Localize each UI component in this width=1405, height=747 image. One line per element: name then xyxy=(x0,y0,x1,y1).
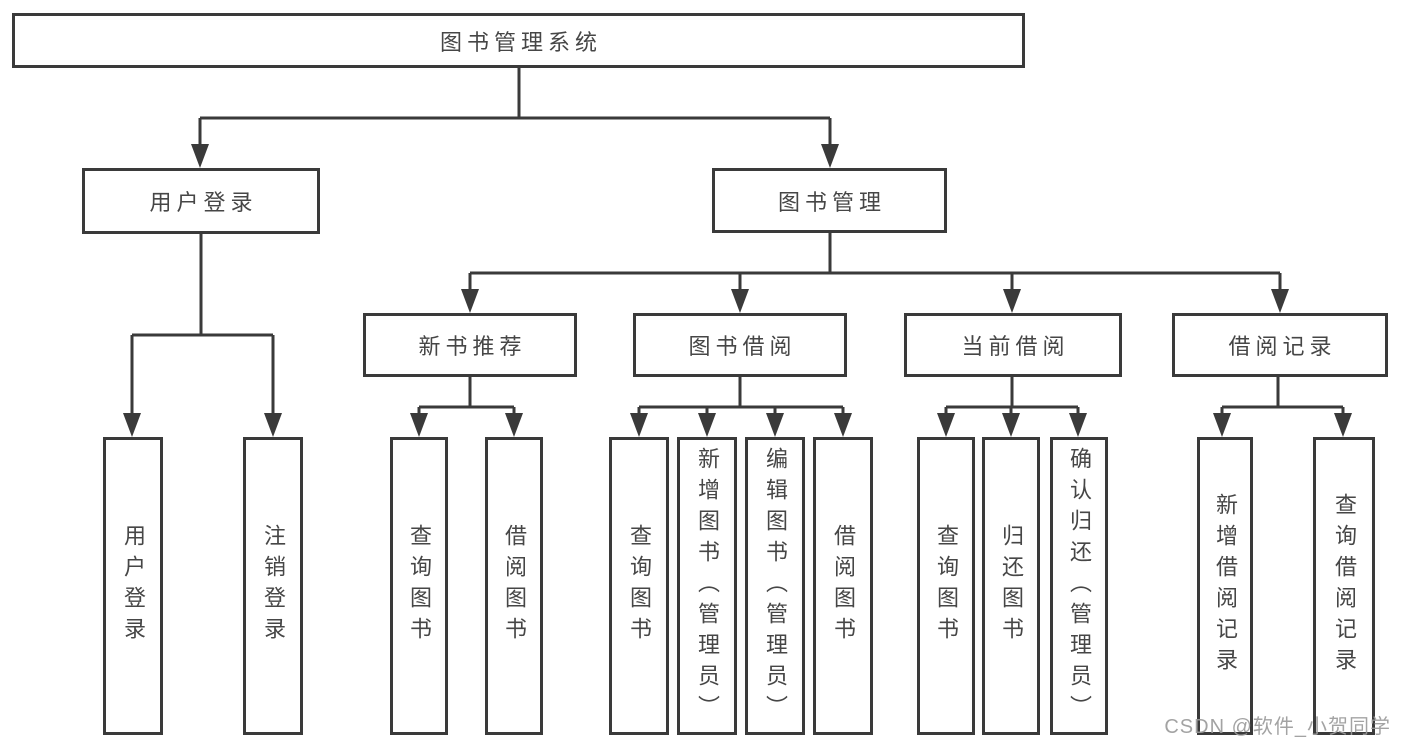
arrowhead xyxy=(766,413,784,437)
arrowhead xyxy=(1213,413,1231,437)
leaf-user-login: 用户登录 xyxy=(103,437,163,735)
leaf-borrow-books-recommend: 借阅图书 xyxy=(485,437,543,735)
leaf-query-books-borrowing: 查询图书 xyxy=(609,437,669,735)
leaf-query-books-current: 查询图书 xyxy=(917,437,975,735)
arrowhead xyxy=(698,413,716,437)
node-library-management-system: 图书管理系统 xyxy=(12,13,1025,68)
arrowhead xyxy=(1069,413,1087,437)
node-user-login: 用户登录 xyxy=(82,168,320,234)
connector-book-borrowing-subtree xyxy=(637,377,845,416)
arrowhead xyxy=(191,144,209,168)
arrowhead xyxy=(821,144,839,168)
arrowhead xyxy=(834,413,852,437)
connector-lines xyxy=(130,68,1345,416)
connector-new-book-recommend-subtree xyxy=(417,377,516,416)
node-new-book-recommend: 新书推荐 xyxy=(363,313,577,377)
leaf-borrow-book: 借阅图书 xyxy=(813,437,873,735)
connector-root-to-level2 xyxy=(198,68,832,147)
arrowhead xyxy=(1002,413,1020,437)
leaf-logout: 注销登录 xyxy=(243,437,303,735)
arrowhead xyxy=(1003,289,1021,313)
arrowhead xyxy=(937,413,955,437)
arrowhead xyxy=(1271,289,1289,313)
arrowhead xyxy=(731,289,749,313)
arrowheads xyxy=(123,144,1352,437)
arrowhead xyxy=(410,413,428,437)
leaf-edit-book-admin: 编辑图书（管理员） xyxy=(745,437,805,735)
connector-borrowing-records-subtree xyxy=(1220,377,1345,416)
connector-book-management-to-level3 xyxy=(468,233,1282,292)
leaf-add-book-admin: 新增图书（管理员） xyxy=(677,437,737,735)
arrowhead xyxy=(264,413,282,437)
node-book-management: 图书管理 xyxy=(712,168,947,233)
node-current-borrowing: 当前借阅 xyxy=(904,313,1122,377)
node-borrowing-records: 借阅记录 xyxy=(1172,313,1388,377)
connector-user-login-subtree xyxy=(130,233,275,416)
connector-current-borrowing-subtree xyxy=(944,377,1080,416)
arrowhead xyxy=(461,289,479,313)
arrowhead xyxy=(630,413,648,437)
leaf-return-book: 归还图书 xyxy=(982,437,1040,735)
leaf-query-borrow-record: 查询借阅记录 xyxy=(1313,437,1375,735)
arrowhead xyxy=(123,413,141,437)
arrowhead xyxy=(1334,413,1352,437)
arrowhead xyxy=(505,413,523,437)
leaf-add-borrow-record: 新增借阅记录 xyxy=(1197,437,1253,735)
node-book-borrowing: 图书借阅 xyxy=(633,313,847,377)
leaf-query-books-recommend: 查询图书 xyxy=(390,437,448,735)
leaf-confirm-return-admin: 确认归还（管理员） xyxy=(1050,437,1108,735)
csdn-watermark: CSDN @软件_小贺同学 xyxy=(1164,716,1391,738)
